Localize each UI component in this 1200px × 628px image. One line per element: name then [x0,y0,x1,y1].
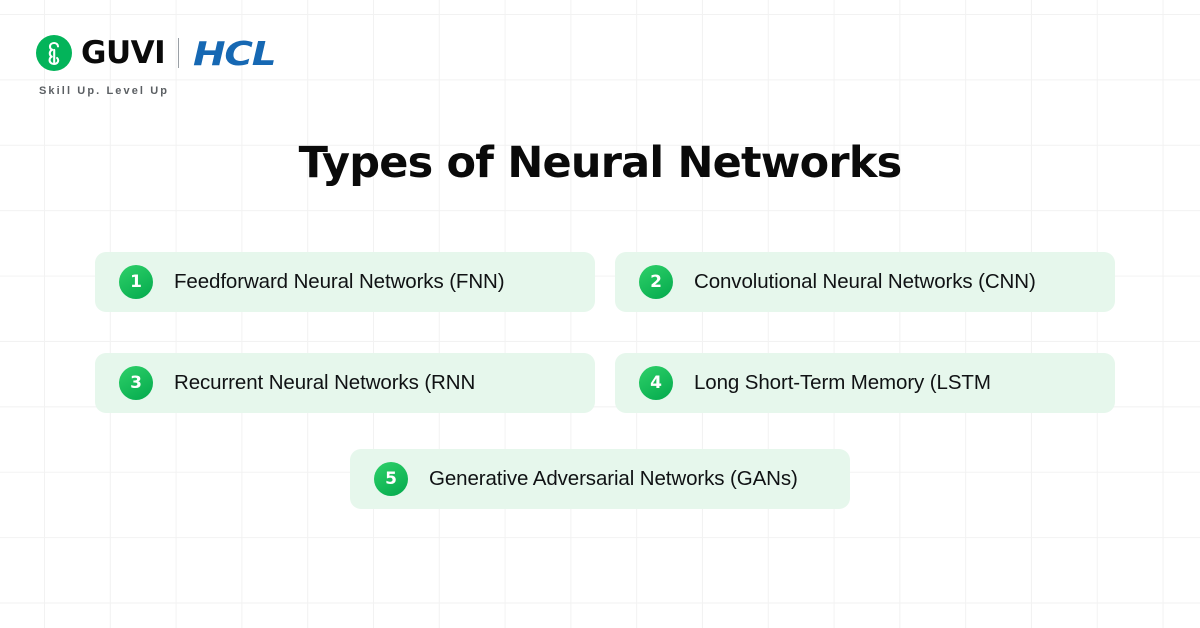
item-label: Convolutional Neural Networks (CNN) [694,270,1036,293]
item-number-badge: 3 [119,366,153,400]
list-item: 5 Generative Adversarial Networks (GANs) [350,449,850,509]
brand-divider [178,38,180,68]
item-label: Generative Adversarial Networks (GANs) [429,467,798,490]
brand-lockup: GUVI HCL Skill Up. Level Up [36,33,277,97]
page-title: Types of Neural Networks [298,138,903,188]
guvi-g-logo-icon [36,35,72,71]
item-number-badge: 5 [374,462,408,496]
guvi-wordmark: GUVI [81,34,166,71]
item-label: Recurrent Neural Networks (RNN [174,371,476,394]
brand-tagline: Skill Up. Level Up [39,85,170,97]
item-number-badge: 2 [639,265,673,299]
item-number-badge: 1 [119,265,153,299]
item-label: Long Short-Term Memory (LSTM [694,371,991,394]
item-label: Feedforward Neural Networks (FNN) [174,270,505,293]
list-item: 2 Convolutional Neural Networks (CNN) [615,252,1115,312]
brand-logo-row: GUVI HCL [36,33,277,73]
list-item: 4 Long Short-Term Memory (LSTM [615,353,1115,413]
item-number-badge: 4 [639,366,673,400]
list-item: 3 Recurrent Neural Networks (RNN [95,353,595,413]
hcl-wordmark: HCL [193,33,277,73]
list-item: 1 Feedforward Neural Networks (FNN) [95,252,595,312]
